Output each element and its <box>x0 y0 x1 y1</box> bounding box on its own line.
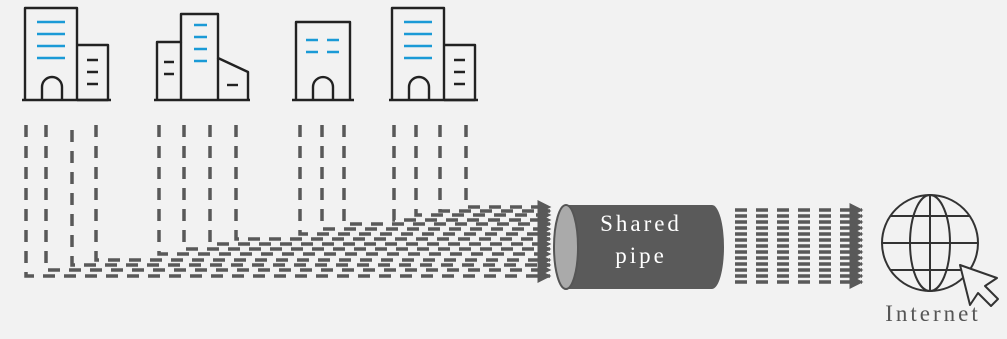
building-icon <box>292 20 354 102</box>
pipe-label: Shared pipe <box>566 208 716 272</box>
building-icon <box>154 12 250 102</box>
globe-cursor-icon <box>881 194 999 307</box>
shared-pipe <box>553 204 724 290</box>
building-icon <box>389 6 478 102</box>
pipe-label-line1: Shared <box>600 211 682 236</box>
internet-label: Internet <box>885 301 981 326</box>
connection-lines <box>24 125 552 283</box>
building-icon <box>22 6 111 102</box>
internet-links <box>735 203 864 289</box>
pipe-label-line2: pipe <box>615 243 667 268</box>
